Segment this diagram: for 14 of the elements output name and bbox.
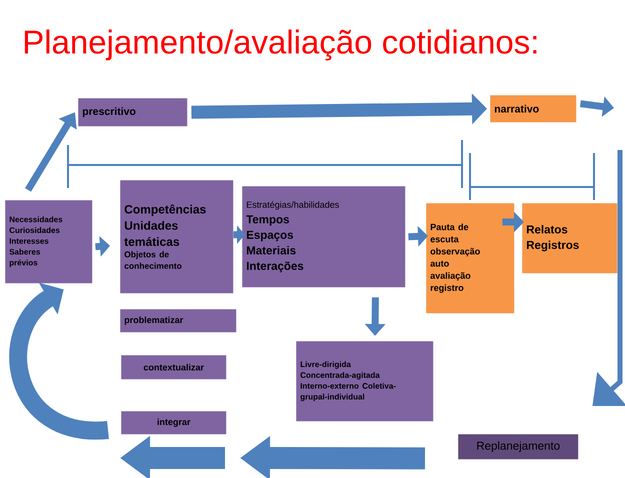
content-box: Competências Unidades temáticas Objetos de conhecimento bbox=[120, 180, 234, 294]
title: Planejamento/avaliação cotidianos: bbox=[24, 30, 536, 60]
content-box: Relatos Registros bbox=[522, 203, 618, 274]
content-box: Livre-dirigida Concentrada-agitada Interno-externo Coletiva-grupal-individual bbox=[296, 341, 434, 422]
content-box: Pauta de escuta observação auto avaliação registro bbox=[426, 203, 514, 314]
process-box: contextualizar bbox=[121, 355, 226, 380]
arrow bbox=[10, 282, 108, 440]
process-box: prescritivo bbox=[78, 98, 188, 126]
process-box: Replanejamento bbox=[458, 434, 578, 460]
process-box: integrar bbox=[121, 411, 226, 434]
process-box: problematizar bbox=[120, 309, 236, 332]
info-box: Necessidades Curiosidades Interesses Saberes prévios bbox=[5, 200, 92, 284]
content-box: Estratégias/habilidades Tempos Espaços Materiais Interações bbox=[242, 186, 406, 288]
process-box: narrativo bbox=[490, 95, 576, 122]
